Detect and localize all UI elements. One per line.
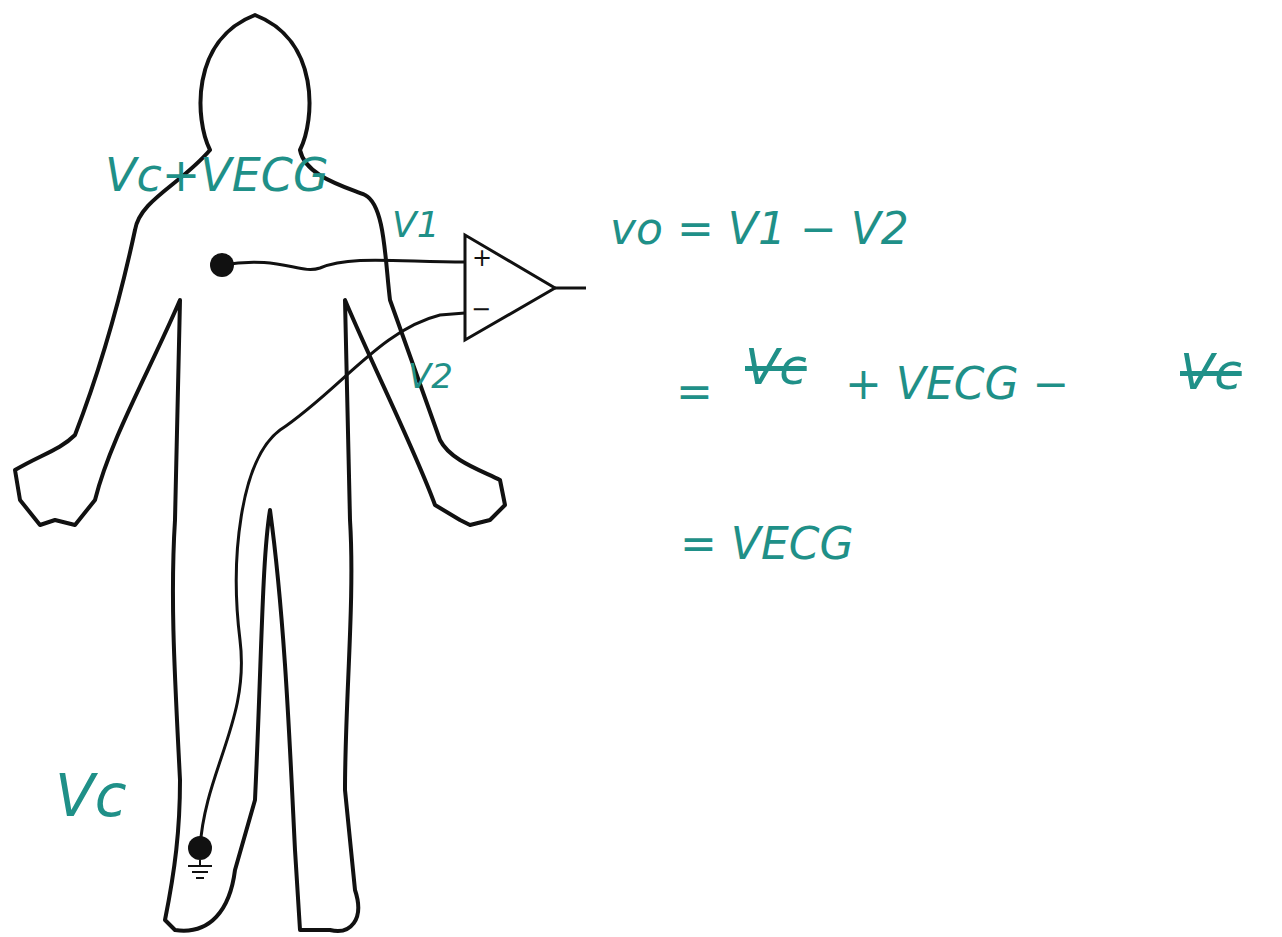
output-wire xyxy=(555,287,586,290)
signal-name: V2 xyxy=(408,358,453,395)
input-sign: − xyxy=(471,296,491,322)
input-sign: + xyxy=(472,245,492,271)
ground-symbol xyxy=(188,860,212,878)
potential-annotation: Vc xyxy=(55,765,127,829)
equation: = xyxy=(676,368,713,416)
cancelled-term: Vc xyxy=(1180,345,1242,400)
equation: + VECG − xyxy=(845,360,1069,408)
signal-name: V1 xyxy=(392,205,440,245)
foot-electrode xyxy=(188,836,212,860)
electrode-wire xyxy=(222,260,465,269)
chest-electrode xyxy=(210,253,234,277)
cancelled-term: Vc xyxy=(745,340,807,395)
electrode-wire xyxy=(200,313,465,848)
amplifier-symbol xyxy=(465,235,555,340)
equation: vo = V1 − V2 xyxy=(610,205,909,253)
potential-annotation: Vc+VECG xyxy=(105,150,329,201)
equation-result: = VECG xyxy=(680,520,854,568)
body-outline xyxy=(15,15,505,931)
